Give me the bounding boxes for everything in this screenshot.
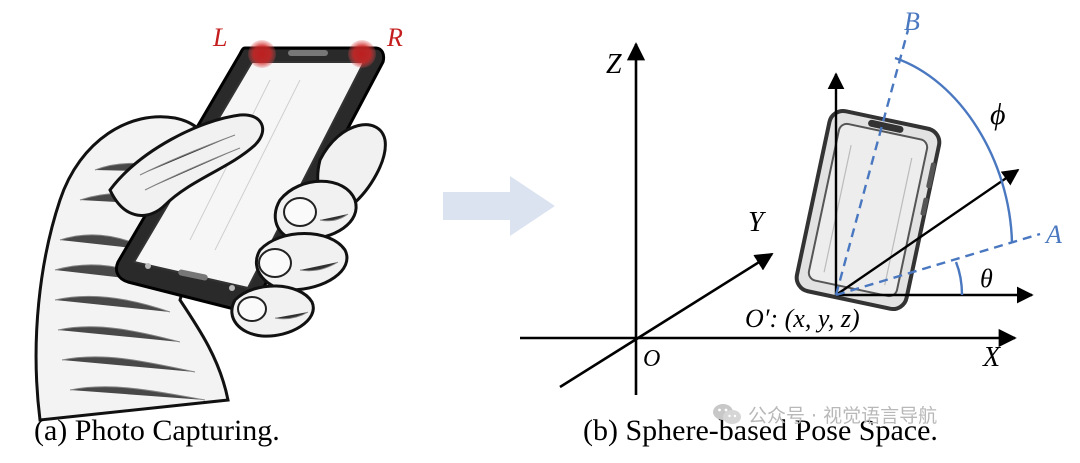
watermark-text: 公众号 · 视觉语言导航 <box>748 404 938 427</box>
angle-guides <box>834 29 1041 297</box>
label-ray-b: B <box>904 7 920 36</box>
label-ray-a: A <box>1044 220 1062 249</box>
marker-left <box>248 40 276 68</box>
label-axis-y: Y <box>748 207 767 238</box>
marker-right <box>348 40 376 68</box>
arc-phi <box>894 56 1014 244</box>
phone-a <box>114 46 386 312</box>
label-theta: θ <box>980 264 993 293</box>
label-l: L <box>212 23 227 52</box>
wechat-icon <box>713 404 741 424</box>
label-phi: ϕ <box>990 98 1006 131</box>
arc-theta <box>954 261 964 296</box>
watermark: 公众号 · 视觉语言导航 <box>712 398 937 430</box>
panel-b-diagram <box>520 42 1017 395</box>
phone-b <box>794 108 942 312</box>
caption-a: (a) Photo Capturing. <box>34 414 280 447</box>
label-axis-z: Z <box>606 49 622 80</box>
hand-thumb <box>108 113 265 217</box>
ray-a-line <box>835 232 1041 297</box>
caption-b: (b) Sphere-based Pose Space. <box>583 414 938 447</box>
label-origin: O <box>643 346 660 372</box>
ray-b-line <box>834 29 910 296</box>
panel-a-illustration <box>34 40 387 422</box>
axis-y-line <box>559 252 774 389</box>
label-r: R <box>386 23 403 52</box>
transition-arrow <box>443 176 555 236</box>
label-point: O′: (x, y, z) <box>745 304 860 333</box>
pose-vector <box>835 169 1020 296</box>
label-axis-x: X <box>982 342 1001 373</box>
local-frame <box>827 72 1034 304</box>
